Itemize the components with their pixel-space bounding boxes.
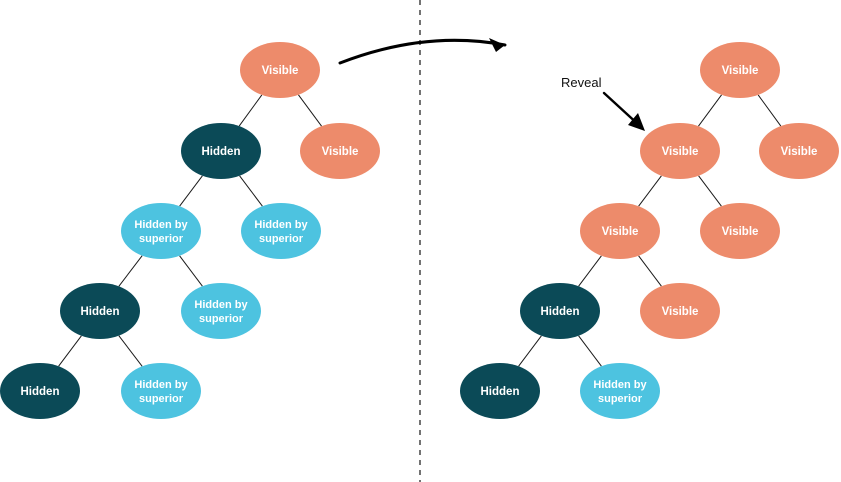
- node-label: Hidden: [541, 306, 580, 318]
- node-ellipse: [700, 203, 780, 259]
- after-tree-edges: [518, 94, 782, 367]
- tree-node-hidden[interactable]: Hidden: [460, 363, 540, 419]
- tree-edge: [179, 175, 203, 207]
- node-ellipse: [60, 283, 140, 339]
- tree-edge: [638, 175, 662, 207]
- tree-edge: [179, 255, 203, 287]
- node-label: Hidden: [481, 386, 520, 398]
- node-ellipse: [520, 283, 600, 339]
- node-ellipse: [121, 363, 201, 419]
- transition-arrow-curve: [338, 38, 507, 65]
- node-label: Visible: [722, 226, 759, 238]
- node-ellipse: [460, 363, 540, 419]
- tree-node-hidden[interactable]: Hidden: [60, 283, 140, 339]
- node-label: Visible: [781, 146, 818, 158]
- before-tree-edges: [58, 94, 322, 367]
- node-ellipse: [240, 42, 320, 98]
- node-label: Visible: [262, 65, 299, 77]
- tree-node-visible[interactable]: Visible: [640, 283, 720, 339]
- reveal-arrow-head: [628, 113, 645, 131]
- tree-edge: [518, 335, 542, 367]
- tree-edge: [698, 94, 722, 127]
- node-ellipse: [0, 363, 80, 419]
- node-ellipse: [580, 203, 660, 259]
- node-label: Visible: [322, 146, 359, 158]
- tree-node-visible[interactable]: Visible: [640, 123, 720, 179]
- tree-node-visible[interactable]: Visible: [700, 42, 780, 98]
- node-label: Hidden: [81, 306, 120, 318]
- tree-node-visible[interactable]: Visible: [580, 203, 660, 259]
- node-ellipse: [300, 123, 380, 179]
- node-ellipse: [181, 123, 261, 179]
- tree-edge: [238, 94, 263, 127]
- node-ellipse: [121, 203, 201, 259]
- tree-node-hidden[interactable]: Hidden: [0, 363, 80, 419]
- node-label: Visible: [662, 306, 699, 318]
- tree-edge: [118, 335, 143, 367]
- tree-edge: [578, 335, 602, 367]
- tree-edge: [118, 255, 143, 287]
- tree-edge: [578, 255, 602, 287]
- node-label: Visible: [722, 65, 759, 77]
- node-label: Visible: [662, 146, 699, 158]
- tree-edge: [638, 255, 662, 287]
- tree-node-hidden[interactable]: Hidden: [181, 123, 261, 179]
- node-label: Hidden: [202, 146, 241, 158]
- tree-edge: [757, 94, 782, 127]
- reveal-label: Reveal: [561, 75, 602, 90]
- node-ellipse: [640, 123, 720, 179]
- node-ellipse: [700, 42, 780, 98]
- node-ellipse: [640, 283, 720, 339]
- tree-edge: [58, 335, 82, 367]
- node-ellipse: [241, 203, 321, 259]
- node-label: Visible: [602, 226, 639, 238]
- tree-node-visible[interactable]: Visible: [700, 203, 780, 259]
- tree-edge: [298, 94, 322, 127]
- tree-edge: [239, 175, 263, 207]
- tree-edge: [698, 175, 722, 207]
- transition-arrow-head: [489, 38, 505, 52]
- tree-node-visible[interactable]: Visible: [300, 123, 380, 179]
- node-ellipse: [580, 363, 660, 419]
- node-ellipse: [759, 123, 839, 179]
- tree-node-hidden[interactable]: Hidden: [520, 283, 600, 339]
- node-ellipse: [181, 283, 261, 339]
- tree-node-visible[interactable]: Visible: [759, 123, 839, 179]
- node-label: Hidden: [21, 386, 60, 398]
- tree-node-visible[interactable]: Visible: [240, 42, 320, 98]
